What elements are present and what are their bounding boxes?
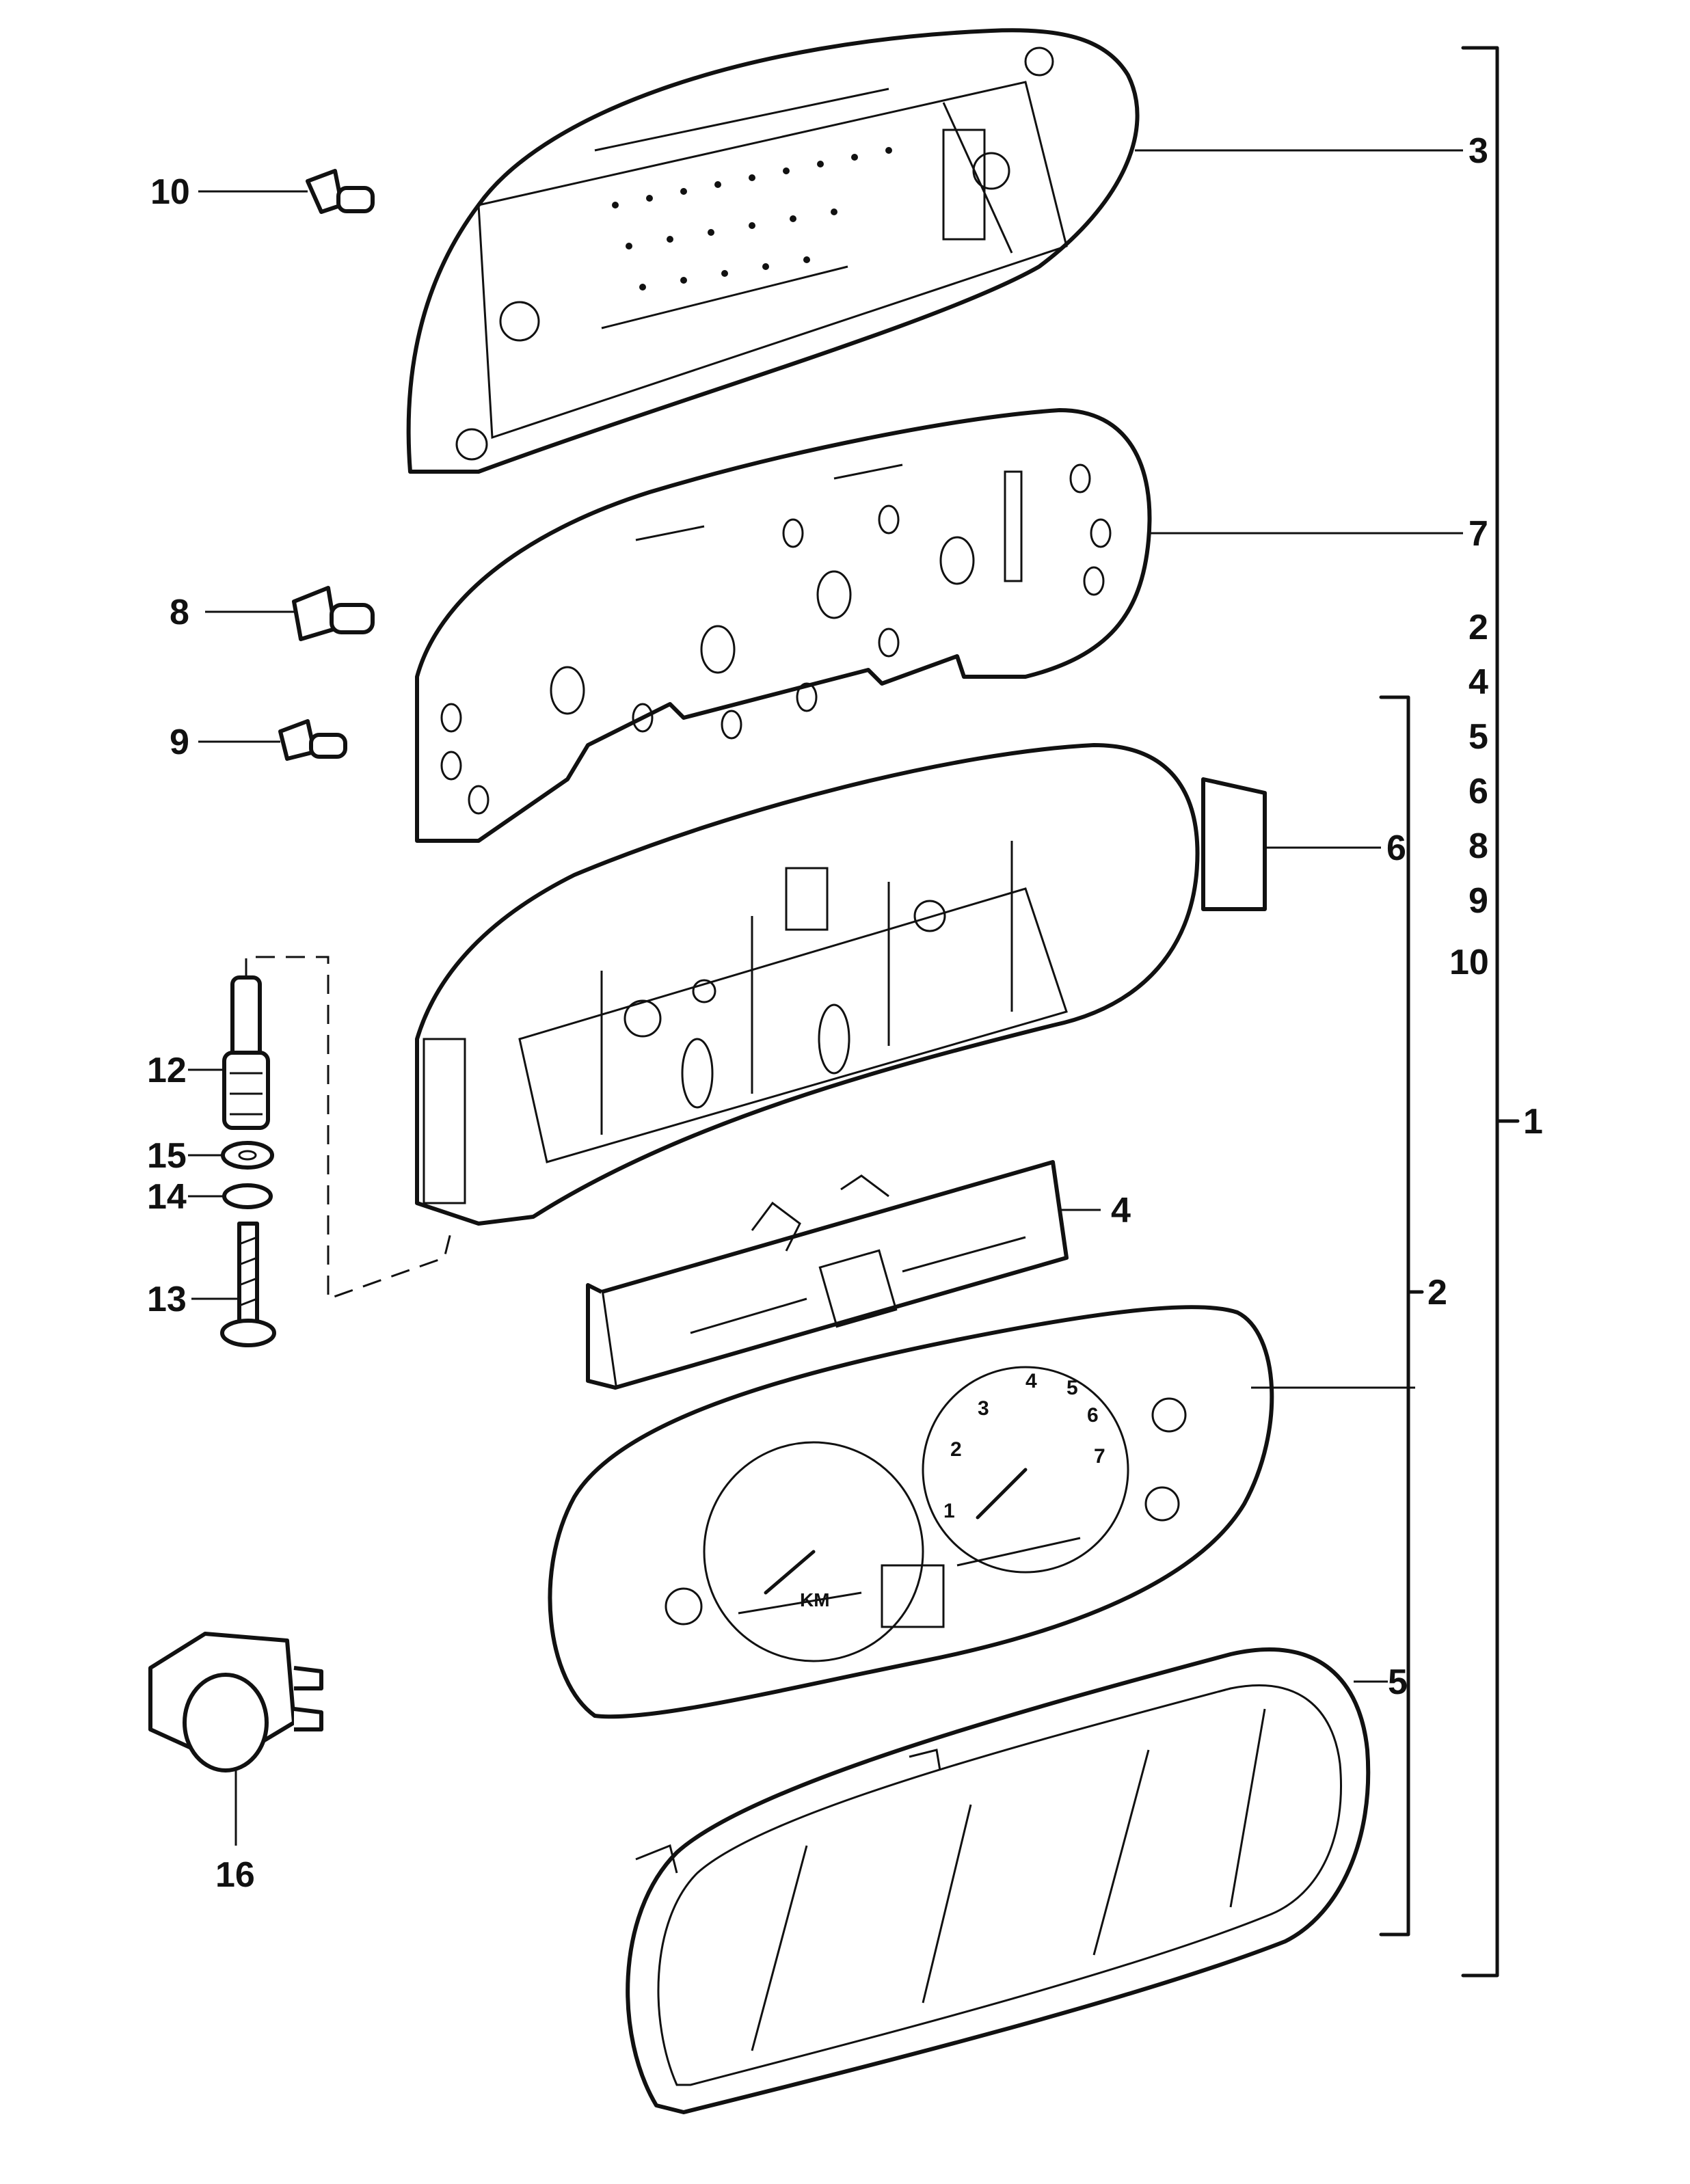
gauge-number-7: 7: [1094, 1445, 1105, 1468]
callout-2: 2: [1427, 1273, 1447, 1312]
part-15-washer: [221, 1141, 274, 1170]
group-item-8: 8: [1468, 826, 1488, 866]
callout-5: 5: [1388, 1662, 1408, 1702]
group-item-9: 9: [1468, 881, 1488, 921]
callout-15: 15: [147, 1136, 187, 1176]
part-3-rear-housing: [406, 28, 1140, 474]
leader-lines: [188, 149, 1463, 1846]
gauge-number-5: 5: [1067, 1377, 1078, 1399]
group-item-5: 5: [1468, 717, 1488, 757]
callout-1: 1: [1523, 1102, 1543, 1142]
part-5-cover-glass: [626, 1647, 1371, 2114]
callout-12: 12: [147, 1051, 187, 1090]
group-item-2: 2: [1468, 608, 1488, 647]
knob-installation-leader: [245, 956, 453, 1301]
callout-8: 8: [170, 593, 189, 632]
group-item-10: 10: [1449, 943, 1489, 982]
part-6-housing-frame: [415, 743, 1267, 1226]
callout-14: 14: [147, 1177, 187, 1217]
part-10-bulb-holder: [306, 169, 375, 214]
dial-label-km: KM: [800, 1589, 830, 1610]
callout-6: 6: [1386, 828, 1406, 868]
callout-16: 16: [215, 1855, 255, 1895]
part-4-display-module: [586, 1160, 1069, 1390]
callout-7: 7: [1468, 514, 1488, 554]
callout-4: 4: [1111, 1191, 1131, 1230]
gauge-number-3: 3: [978, 1397, 989, 1420]
group-item-4: 4: [1468, 662, 1488, 702]
gauge-number-1: 1: [943, 1500, 955, 1522]
callout-9: 9: [170, 723, 189, 762]
callout-10: 10: [150, 172, 190, 212]
part-16-relay: [148, 1632, 323, 1772]
gauge-number-4: 4: [1025, 1370, 1037, 1392]
part-14-spring-washer: [222, 1183, 273, 1209]
part-12-reset-knob: [222, 975, 270, 1130]
gauge-number-6: 6: [1087, 1404, 1099, 1427]
callout-3: 3: [1468, 131, 1488, 171]
part-13-screw: [220, 1222, 276, 1347]
part-9-bulb: [278, 719, 347, 761]
group-item-6: 6: [1468, 772, 1488, 811]
assembly-brackets: [1379, 46, 1520, 1978]
part-8-bulb-socket: [292, 586, 375, 641]
part-7-circuit-board: [415, 408, 1152, 843]
gauge-number-2: 2: [950, 1438, 962, 1461]
dial-face-assembly: KM 1 2 3 4 5 6 7: [548, 1305, 1274, 1719]
callout-labels: 10 8 9 12 15 14 13 16 3 7 6 4 2 5 1 2 4 …: [147, 131, 1543, 1895]
callout-13: 13: [147, 1280, 187, 1319]
